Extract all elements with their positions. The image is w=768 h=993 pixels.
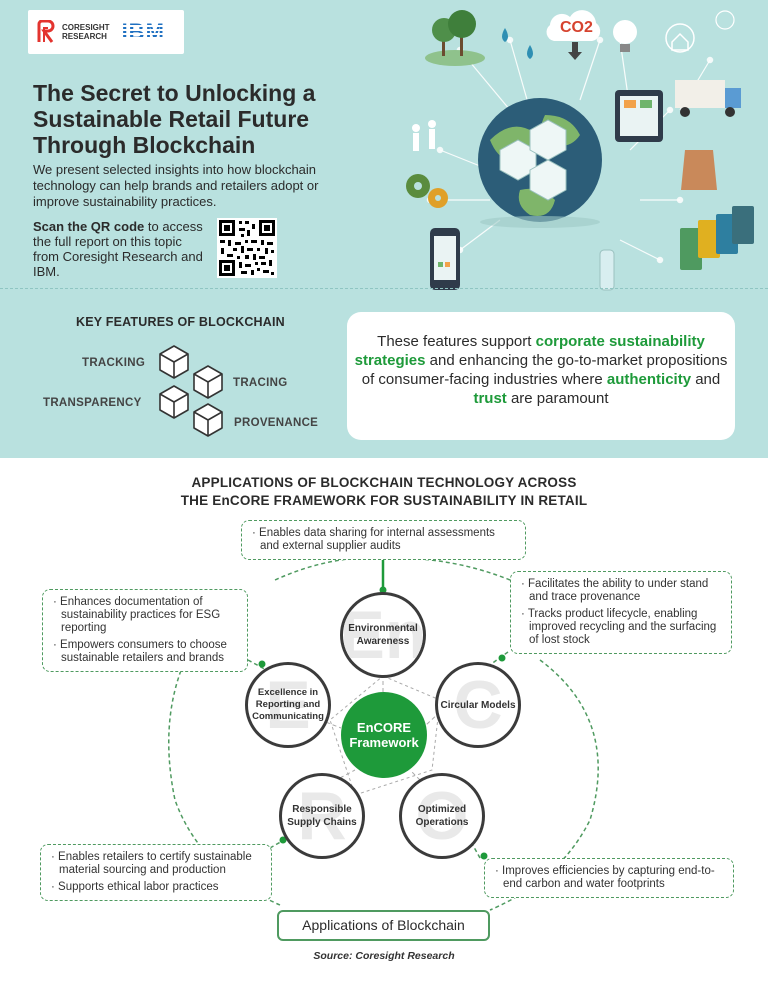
scan-instructions: Scan the QR code to access the full repo… xyxy=(33,219,203,279)
node-excellence-reporting: E Excellence in Reporting and Communicat… xyxy=(245,662,331,748)
encore-framework-center: EnCORE Framework xyxy=(341,692,427,778)
feature-tracing: TRACING xyxy=(233,377,288,389)
qr-code-icon[interactable] xyxy=(217,218,277,278)
intro-text: We present selected insights into how bl… xyxy=(33,162,319,209)
feature-tracking: TRACKING xyxy=(82,357,146,369)
applications-heading: APPLICATIONS OF BLOCKCHAIN TECHNOLOGY AC… xyxy=(180,475,588,508)
box-responsible: · Enables retailers to certify sustainab… xyxy=(40,844,272,901)
list-item: · Facilitates the ability to under stand… xyxy=(521,578,709,603)
list-item: · Enhances documentation of sustainabili… xyxy=(53,596,221,634)
blockchain-cubes-icon xyxy=(159,345,223,437)
coresight-logo-text: CORESIGHT RESEARCH xyxy=(62,23,110,41)
box-excellence: · Enhances documentation of sustainabili… xyxy=(42,589,248,672)
node-circular-models: C Circular Models xyxy=(435,662,521,748)
coresight-logo-icon xyxy=(36,19,58,44)
hero-section: CORESIGHT RESEARCH IBM The Secret to Unl… xyxy=(0,0,768,458)
list-item: · Enables retailers to certify sustainab… xyxy=(51,851,252,876)
feature-transparency: TRANSPARENCY xyxy=(43,397,142,409)
list-item: · Enables data sharing for internal asse… xyxy=(252,527,495,552)
features-callout: These features support corporate sustain… xyxy=(347,312,735,440)
svg-text:CO2: CO2 xyxy=(560,19,593,36)
list-item: · Empowers consumers to choose sustainab… xyxy=(53,639,227,664)
ibm-logo: IBM xyxy=(121,19,165,44)
key-features-heading: KEY FEATURES OF BLOCKCHAIN xyxy=(76,315,285,329)
box-environmental: · Enables data sharing for internal asse… xyxy=(241,520,526,560)
node-environmental-awareness: En Environmental Awareness xyxy=(340,592,426,678)
list-item: · Improves efficiencies by capturing end… xyxy=(495,865,715,890)
list-item: · Supports ethical labor practices xyxy=(51,881,219,893)
node-responsible-supply-chains: R Responsible Supply Chains xyxy=(279,773,365,859)
box-circular: · Facilitates the ability to under stand… xyxy=(510,571,732,654)
sustainability-illustration: CO2 xyxy=(406,10,754,291)
source-note: Source: Coresight Research xyxy=(313,950,455,962)
logo-bar: CORESIGHT RESEARCH IBM xyxy=(28,10,184,54)
list-item: · Tracks product lifecycle, enabling imp… xyxy=(521,608,717,646)
feature-provenance: PROVENANCE xyxy=(234,417,319,429)
page-title: The Secret to Unlocking a Sustainable Re… xyxy=(33,80,316,158)
section-divider xyxy=(0,288,768,289)
box-optimized: · Improves efficiencies by capturing end… xyxy=(484,858,734,898)
node-optimized-operations: O Optimized Operations xyxy=(399,773,485,859)
applications-of-blockchain-label: Applications of Blockchain xyxy=(277,910,490,941)
